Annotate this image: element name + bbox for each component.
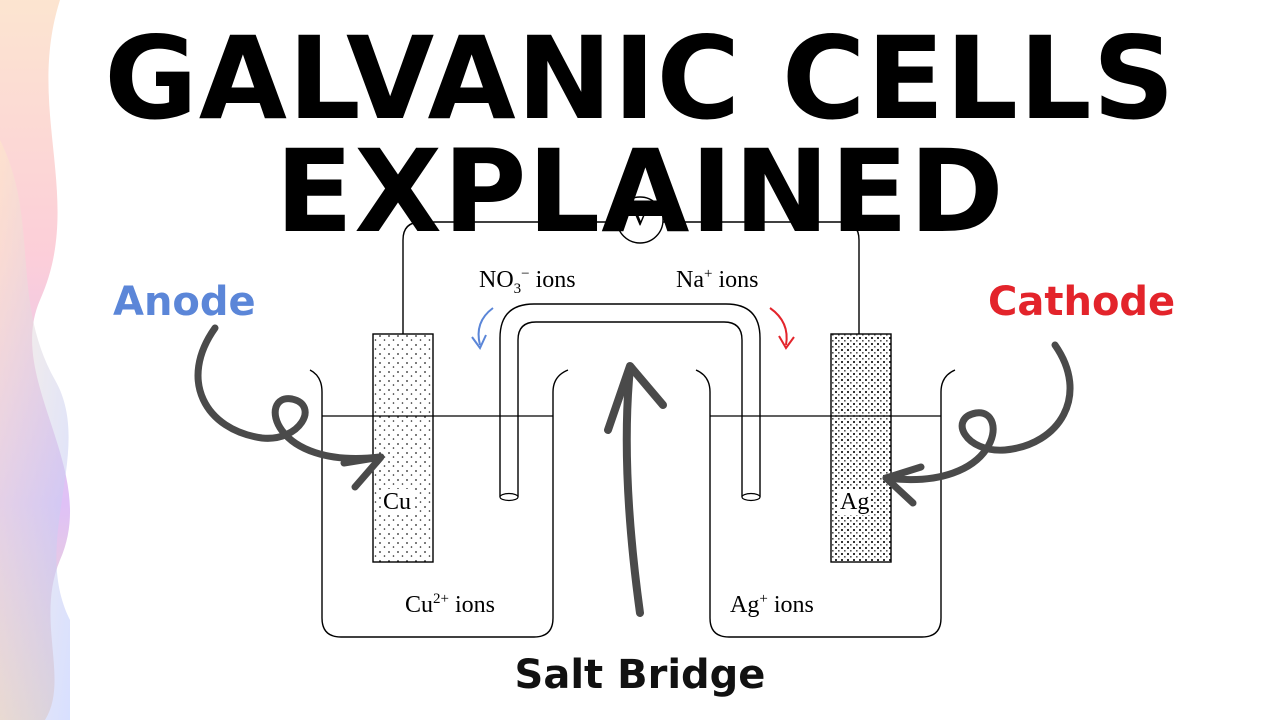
salt-bridge-left-end <box>499 492 519 502</box>
title-line-1: GALVANIC CELLS <box>104 12 1176 145</box>
nitrate-ion-charge: − <box>521 266 530 282</box>
nitrate-ion-suffix: ions <box>529 267 576 293</box>
silver-ion-base: Ag <box>730 592 760 618</box>
silver-ion-suffix: ions <box>767 592 814 618</box>
sodium-ion-base: Na <box>676 267 704 293</box>
cathode-pointer-arrow <box>882 341 1074 484</box>
sodium-arrow-head <box>778 335 795 350</box>
copper-electrode-label: Cu <box>381 489 414 515</box>
copper-electrode <box>372 333 434 563</box>
sodium-ion-label: Na+ ions <box>676 266 759 293</box>
copper-ion-label: Cu2+ ions <box>405 591 495 618</box>
sodium-ion-charge: + <box>703 266 713 282</box>
copper-ion-base: Cu <box>405 592 434 618</box>
copper-ion-suffix: ions <box>448 592 495 618</box>
title-line-2: EXPLAINED <box>275 125 1005 258</box>
silver-ion-label: Ag+ ions <box>730 591 814 618</box>
cathode-label: Cathode <box>988 279 1176 325</box>
nitrate-ion-subscript: 3 <box>513 280 522 297</box>
sodium-arrow <box>769 307 788 346</box>
silver-electrode-label: Ag <box>838 489 872 515</box>
salt-bridge-caption: Salt Bridge <box>514 652 766 698</box>
anode-pointer-arrow <box>194 324 384 462</box>
decorative-wave-inner <box>0 140 70 720</box>
nitrate-arrow-head <box>471 334 487 350</box>
salt-bridge-right-end <box>741 492 761 502</box>
salt-bridge-tube <box>499 303 761 497</box>
silver-electrode <box>830 333 892 563</box>
voltmeter <box>616 196 664 244</box>
sodium-ion-suffix: ions <box>712 267 759 293</box>
anode-pointer-arrowhead <box>340 453 385 491</box>
right-beaker <box>695 369 956 638</box>
salt-bridge-pointer-arrowhead <box>604 362 667 434</box>
cathode-pointer-arrowhead <box>882 463 925 507</box>
copper-ion-charge: 2+ <box>433 591 449 607</box>
external-wire <box>402 221 860 334</box>
salt-bridge-pointer-arrow <box>622 364 644 617</box>
voltmeter-label: V <box>629 199 651 232</box>
silver-ion-charge: + <box>759 591 768 607</box>
nitrate-ion-base: NO <box>479 267 514 293</box>
nitrate-ion-label: NO3− ions <box>479 267 576 297</box>
anode-label: Anode <box>113 279 256 325</box>
left-beaker <box>309 369 569 638</box>
nitrate-arrow <box>477 307 494 346</box>
